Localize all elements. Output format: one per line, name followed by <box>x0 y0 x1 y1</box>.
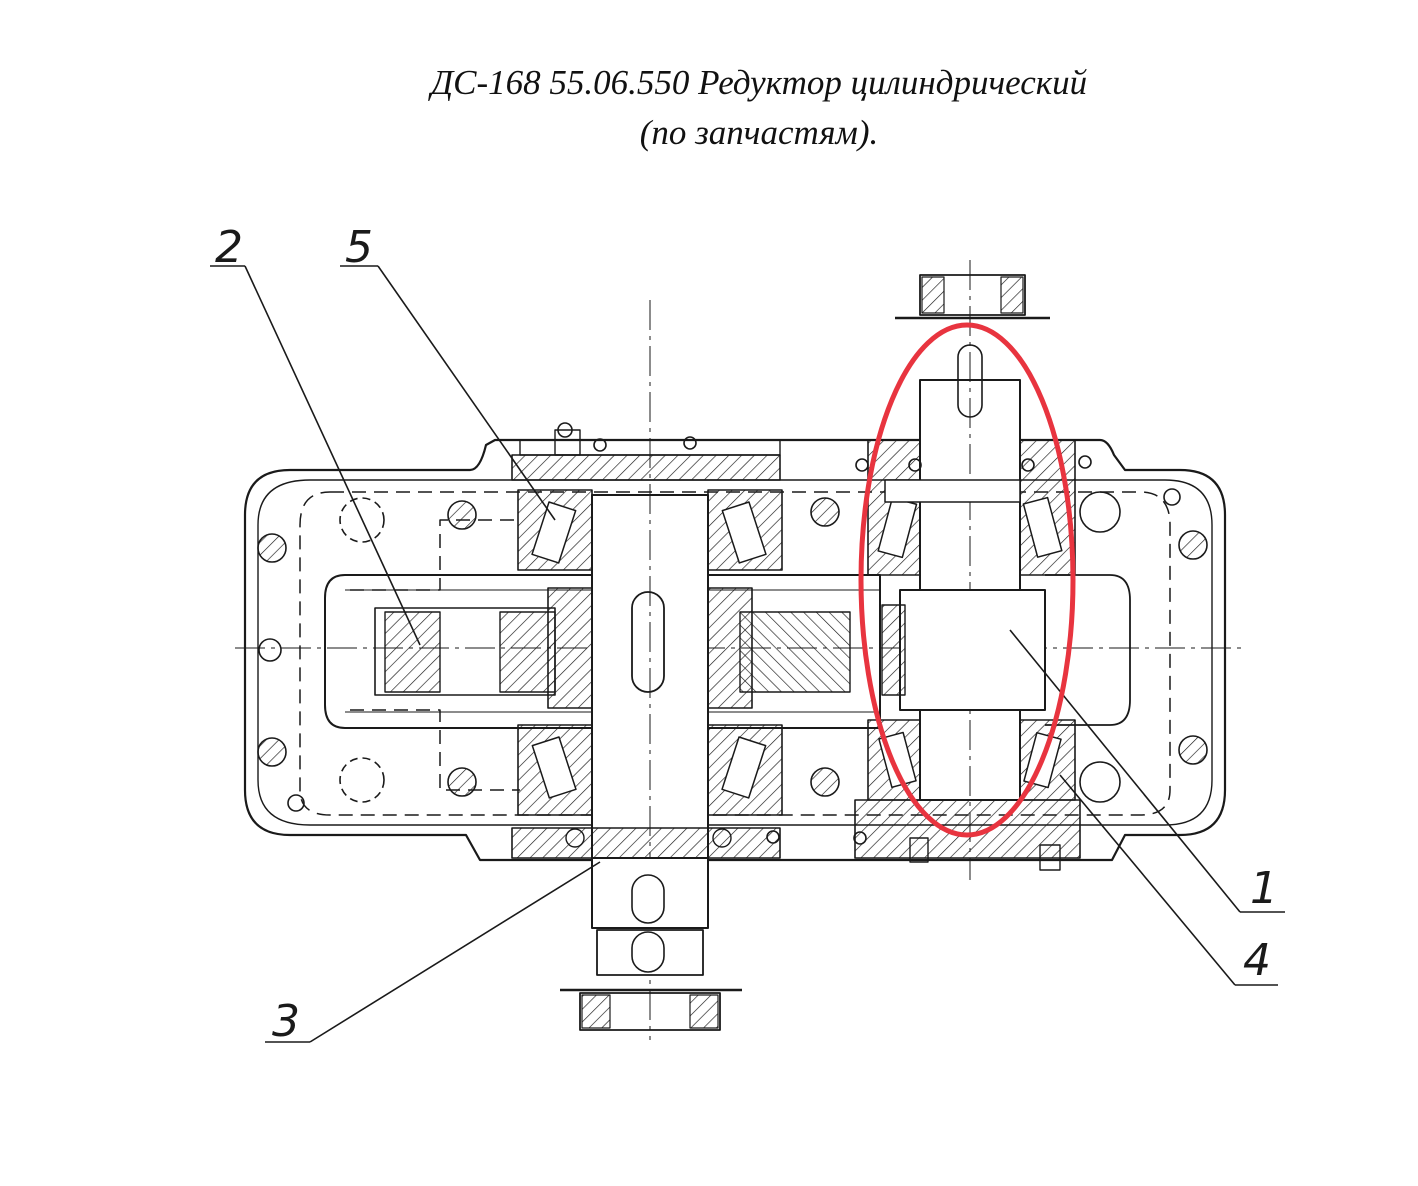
large-gear <box>324 574 881 729</box>
highlight-ellipse <box>858 322 1076 838</box>
callout-3: 3 <box>272 996 300 1047</box>
callout-1: 1 <box>1250 863 1278 914</box>
drawing-title: ДС-168 55.06.550 Редуктор цилиндрический… <box>0 58 1418 158</box>
title-line-2: (по запчастям). <box>639 113 879 152</box>
housing-outline <box>243 438 1227 862</box>
callout-5: 5 <box>345 222 373 273</box>
housing-inner <box>257 479 1213 826</box>
title-line-1: ДС-168 55.06.550 Редуктор цилиндрический <box>430 63 1088 102</box>
leader-lines <box>210 265 1285 1043</box>
callout-2: 2 <box>215 222 243 273</box>
bolts <box>257 422 1208 845</box>
flange-dashed <box>299 491 1171 816</box>
callout-4: 4 <box>1243 935 1271 986</box>
